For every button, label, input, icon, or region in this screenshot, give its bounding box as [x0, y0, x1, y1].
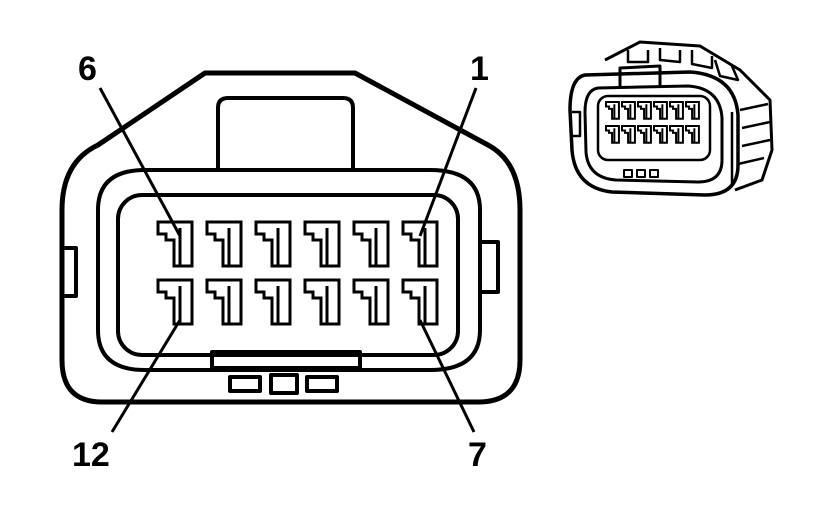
- leader-lines: [98, 87, 478, 433]
- connector-bottom-window-middle: [269, 373, 299, 395]
- connector-inner-shell: [96, 168, 482, 372]
- iso-back-housing: [604, 40, 774, 192]
- iso-top-latch: [618, 64, 662, 88]
- terminal-cavity-pin-5: [205, 220, 243, 268]
- connector-isometric-view: [568, 40, 774, 197]
- leader-line-pin-1: [418, 87, 478, 237]
- connector-left-tab: [62, 246, 78, 298]
- terminal-cavity-pin-7: [401, 278, 439, 326]
- pin-label-12: 12: [72, 436, 110, 474]
- terminal-cavity-pin-10: [254, 278, 292, 326]
- terminal-cavity-pin-9: [303, 278, 341, 326]
- iso-terminal-cavity-pin-10: [637, 125, 652, 144]
- iso-terminal-cavity-pin-1: [685, 101, 700, 120]
- iso-bottom-window-right: [649, 169, 659, 178]
- iso-terminal-cavity-pin-11: [621, 125, 636, 144]
- leader-line-pin-12: [110, 319, 182, 433]
- iso-terminal-cavity-pin-5: [621, 101, 636, 120]
- terminal-cavity-pin-6: [156, 220, 194, 268]
- terminal-cavity-pin-8: [352, 278, 390, 326]
- connector-right-tab: [480, 240, 500, 294]
- iso-terminal-cavity-pin-7: [685, 125, 700, 144]
- terminal-cavity-pin-11: [205, 278, 243, 326]
- iso-terminal-cavity-pin-8: [669, 125, 684, 144]
- iso-cavity-recess: [596, 94, 712, 162]
- terminal-cavity-pin-12: [156, 278, 194, 326]
- terminal-cavity-pin-2: [352, 220, 390, 268]
- connector-bottom-key: [210, 350, 362, 370]
- iso-top-ribs: [626, 48, 740, 82]
- connector-bottom-window-right: [305, 375, 339, 393]
- iso-terminal-cavities: [605, 101, 700, 144]
- terminal-cavity-pin-4: [254, 220, 292, 268]
- leader-line-pin-7: [418, 319, 476, 433]
- connector-cavity-recess: [116, 193, 460, 357]
- iso-front-rim: [583, 84, 724, 184]
- iso-terminal-cavity-pin-4: [637, 101, 652, 120]
- iso-terminal-cavity-pin-6: [605, 101, 620, 120]
- pin-label-1: 1: [470, 50, 489, 88]
- pin-label-7: 7: [468, 436, 487, 474]
- iso-terminal-cavity-pin-12: [605, 125, 620, 144]
- iso-side-ridges: [730, 102, 771, 186]
- iso-bottom-window-left: [623, 169, 633, 178]
- terminal-cavities: [156, 220, 439, 326]
- pin-label-6: 6: [78, 50, 97, 88]
- terminal-cavity-pin-1: [401, 220, 439, 268]
- iso-terminal-cavity-pin-3: [653, 101, 668, 120]
- iso-terminal-cavity-pin-2: [669, 101, 684, 120]
- connector-bottom-window-left: [228, 375, 262, 393]
- connector-top-latch: [216, 96, 355, 170]
- leader-line-pin-6: [98, 87, 182, 237]
- terminal-cavity-pin-3: [303, 220, 341, 268]
- iso-front-shell: [568, 70, 740, 197]
- iso-left-tab: [572, 110, 582, 138]
- connector-face-view: [59, 70, 523, 405]
- iso-bottom-window-middle: [636, 169, 646, 178]
- iso-terminal-cavity-pin-9: [653, 125, 668, 144]
- connector-outer-housing: [59, 70, 523, 405]
